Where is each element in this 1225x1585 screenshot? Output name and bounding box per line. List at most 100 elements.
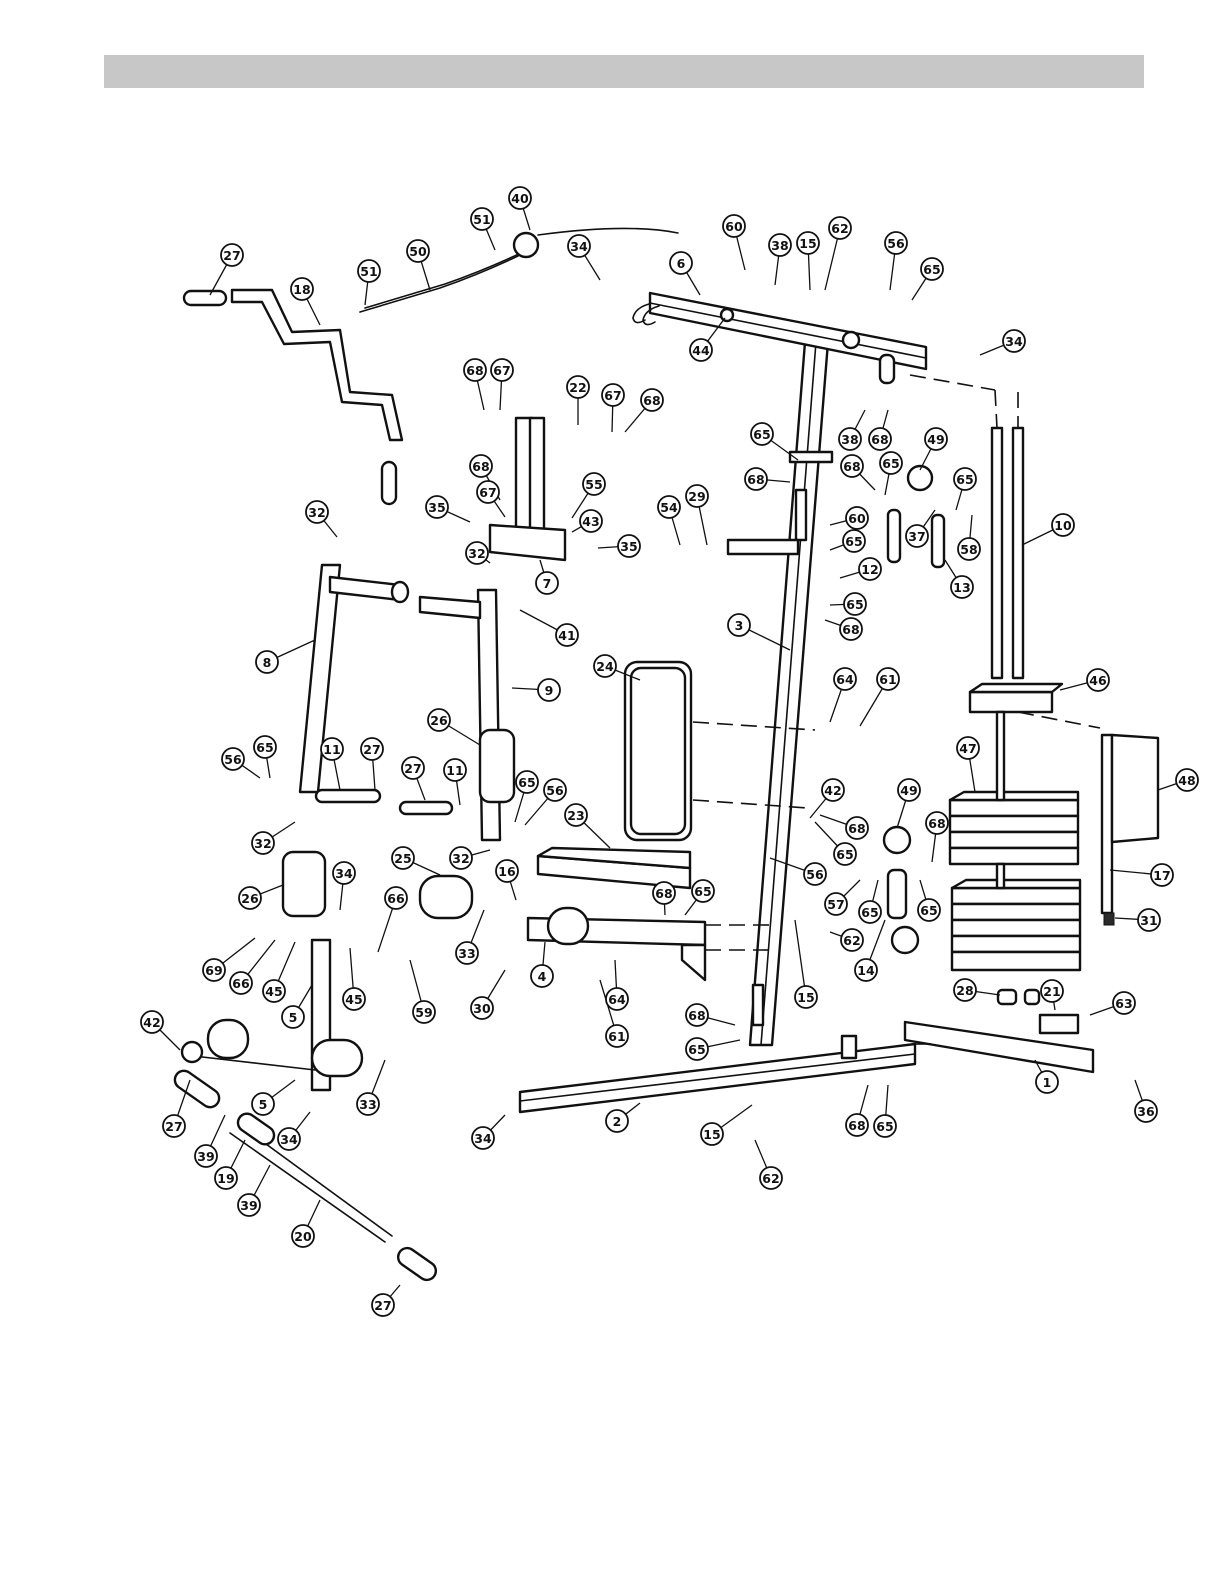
part-callout-16: 16 [495, 859, 519, 883]
callout-number: 58 [960, 542, 977, 557]
callout-number: 68 [928, 816, 945, 831]
callout-circle [1137, 908, 1161, 932]
callout-circle [470, 996, 494, 1020]
part-callout-65: 65 [685, 1037, 709, 1061]
callout-circle [508, 186, 532, 210]
callout-number: 2 [613, 1114, 622, 1129]
callout-circle [617, 534, 641, 558]
callout-number: 27 [363, 742, 380, 757]
lat-bar-18 [182, 288, 404, 506]
callout-number: 68 [871, 432, 888, 447]
callout-circle [194, 1144, 218, 1168]
callout-number: 56 [224, 752, 242, 767]
callout-number: 34 [280, 1132, 298, 1147]
callout-circle [876, 667, 900, 691]
part-callout-49: 49 [897, 778, 921, 802]
press-arm-9 [418, 588, 516, 842]
callout-circle [669, 251, 693, 275]
leg-extension-5 [173, 938, 438, 1282]
callout-number: 10 [1054, 518, 1072, 533]
part-callout-39: 39 [194, 1144, 218, 1168]
callout-number: 56 [546, 783, 564, 798]
part-callout-43: 43 [579, 509, 603, 533]
part-callout-69: 69 [202, 958, 226, 982]
part-callout-35: 35 [617, 534, 641, 558]
callout-number: 12 [861, 562, 878, 577]
callout-circle [470, 207, 494, 231]
callout-circle [840, 454, 864, 478]
callout-circle [564, 803, 588, 827]
callout-circle [237, 1193, 261, 1217]
callout-circle [858, 900, 882, 924]
part-callout-68: 68 [463, 358, 487, 382]
callout-number: 37 [908, 529, 925, 544]
callout-circle [220, 243, 244, 267]
callout-circle [689, 338, 713, 362]
callout-number: 13 [953, 580, 970, 595]
part-callout-41: 41 [555, 623, 579, 647]
callout-number: 66 [387, 891, 405, 906]
part-callout-5: 5 [281, 1005, 305, 1029]
callout-number: 35 [620, 539, 637, 554]
part-callout-40: 40 [508, 186, 532, 210]
part-callout-61: 61 [876, 667, 900, 691]
callout-number: 61 [879, 672, 896, 687]
callout-circle [162, 1114, 186, 1138]
callout-circle [700, 1122, 724, 1146]
part-callout-1: 1 [1035, 1070, 1059, 1094]
callout-number: 38 [771, 238, 788, 253]
callout-circle [495, 859, 519, 883]
part-callout-49: 49 [924, 427, 948, 451]
part-callout-27: 27 [220, 243, 244, 267]
callout-circle [605, 987, 629, 1011]
callout-number: 48 [1178, 773, 1195, 788]
part-callout-68: 68 [839, 617, 863, 641]
callout-circle [794, 985, 818, 1009]
part-callout-6: 6 [669, 251, 693, 275]
part-callout-44: 44 [689, 338, 713, 362]
part-callout-42: 42 [821, 778, 845, 802]
callout-circle [255, 650, 279, 674]
part-callout-68: 68 [845, 816, 869, 840]
callout-number: 56 [806, 867, 824, 882]
callout-number: 27 [165, 1119, 182, 1134]
base-frame-1-2 [518, 1013, 1095, 1114]
callout-circle [873, 1114, 897, 1138]
part-callout-68: 68 [845, 1113, 869, 1137]
part-callout-60: 60 [845, 506, 869, 530]
callout-circle [427, 708, 451, 732]
callout-circle [685, 1003, 709, 1027]
callout-circle [342, 987, 366, 1011]
part-callout-65: 65 [843, 592, 867, 616]
callout-number: 8 [263, 655, 272, 670]
part-callout-65: 65 [917, 898, 941, 922]
callout-number: 26 [241, 891, 259, 906]
part-callout-67: 67 [601, 383, 625, 407]
callout-circle [281, 1005, 305, 1029]
callout-number: 68 [655, 886, 672, 901]
callout-circle [1002, 329, 1026, 353]
callout-number: 65 [861, 905, 878, 920]
part-callout-17: 17 [1150, 863, 1174, 887]
part-callout-61: 61 [605, 1024, 629, 1048]
callout-circle [463, 358, 487, 382]
part-callout-65: 65 [858, 900, 882, 924]
callout-circle [1134, 1099, 1158, 1123]
callout-number: 67 [493, 363, 510, 378]
callout-number: 18 [293, 282, 310, 297]
callout-circle [579, 509, 603, 533]
callout-number: 62 [843, 933, 860, 948]
callout-circle [685, 1037, 709, 1061]
callout-circle [897, 778, 921, 802]
part-callout-15: 15 [700, 1122, 724, 1146]
callout-number: 68 [842, 622, 859, 637]
callout-number: 34 [335, 866, 353, 881]
part-callout-32: 32 [305, 500, 329, 524]
part-callout-27: 27 [401, 756, 425, 780]
callout-circle [845, 1113, 869, 1137]
callout-number: 32 [254, 836, 271, 851]
part-callout-26: 26 [427, 708, 451, 732]
callout-circle [490, 358, 514, 382]
callout-number: 6 [677, 256, 686, 271]
